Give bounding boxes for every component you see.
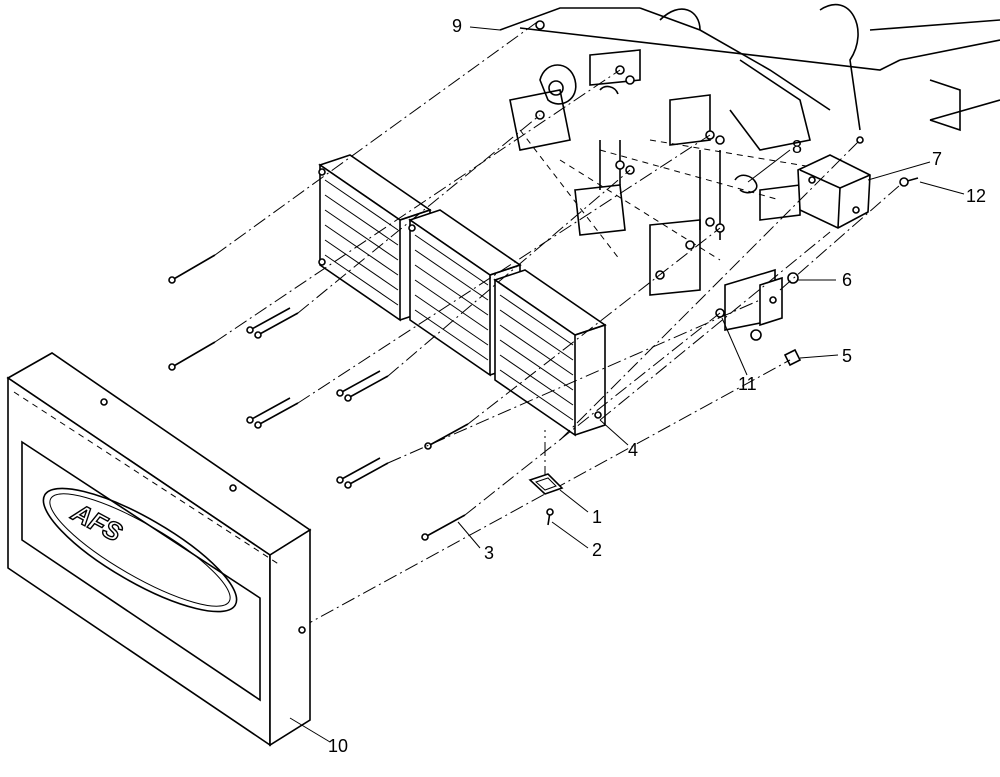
callout-1: 1 <box>592 507 602 527</box>
part-8-clip <box>599 85 758 194</box>
rear-frame-structure <box>499 3 1000 296</box>
callout-8: 8 <box>792 137 802 157</box>
callout-10: 10 <box>328 736 348 756</box>
part-6-nut <box>787 272 799 284</box>
frame-hardware <box>535 20 864 280</box>
part-4-grille-right <box>493 269 607 437</box>
part-1-clip <box>528 473 564 495</box>
callout-3: 3 <box>484 543 494 563</box>
callout-11: 11 <box>738 374 757 394</box>
part-4-grille-center <box>408 209 522 377</box>
callouts: 1 2 3 4 5 6 7 8 9 10 11 12 <box>328 16 986 756</box>
callout-4: 4 <box>628 440 638 460</box>
leader-lines <box>289 26 965 743</box>
callout-7: 7 <box>932 149 942 169</box>
alignment-lines <box>214 19 901 629</box>
part-bracket-assembly <box>715 268 802 367</box>
callout-9: 9 <box>452 16 462 36</box>
part-2-screw <box>546 508 554 526</box>
callout-6: 6 <box>842 270 852 290</box>
part-7-switch-box <box>797 154 871 229</box>
callout-5: 5 <box>842 346 852 366</box>
callout-12: 12 <box>966 186 986 206</box>
part-12-screw <box>899 177 919 187</box>
part-5-bolt <box>783 348 802 367</box>
part-3-rods <box>168 254 469 541</box>
part-10-afs-panel: AFS <box>6 352 312 747</box>
callout-2: 2 <box>592 540 602 560</box>
